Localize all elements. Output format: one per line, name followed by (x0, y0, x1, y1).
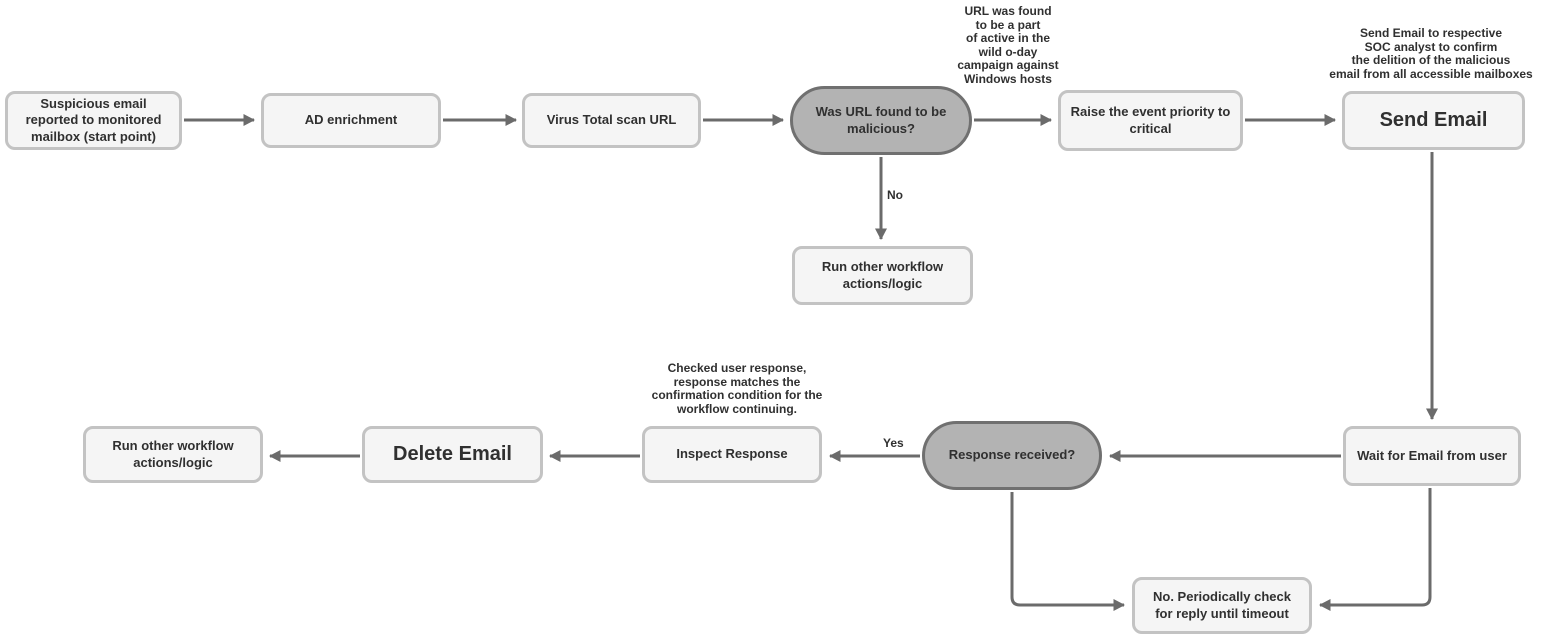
edge-wait-to-periodic-check (1319, 488, 1432, 611)
node-periodic-check[interactable]: No. Periodically check for reply until t… (1132, 577, 1312, 634)
node-inspect-response-label: Inspect Response (676, 446, 788, 462)
edge-label-yes: Yes (883, 436, 904, 450)
node-delete-email[interactable]: Delete Email (362, 426, 543, 483)
node-raise-priority-label: Raise the event priority to critical (1070, 104, 1231, 136)
node-send-email[interactable]: Send Email (1342, 91, 1525, 150)
node-was-url-malicious-label: Was URL found to be malicious? (815, 104, 947, 136)
edge-label-no: No (887, 188, 903, 202)
node-start-label: Suspicious email reported to monitored m… (25, 96, 162, 144)
edge-response-to-periodic-check (1010, 492, 1125, 611)
node-wait-for-email[interactable]: Wait for Email from user (1343, 426, 1521, 486)
node-virus-total-scan-label: Virus Total scan URL (546, 112, 677, 128)
annotation-send-email-note: Send Email to respective SOC analyst to … (1329, 26, 1533, 81)
node-delete-email-label: Delete Email (393, 443, 512, 465)
annotation-zero-day-note: URL was found to be a part of active in … (957, 4, 1059, 86)
node-ad-enrichment-label: AD enrichment (304, 112, 398, 128)
annotation-checked-response-note: Checked user response, response matches … (651, 361, 823, 416)
node-periodic-check-label: No. Periodically check for reply until t… (1152, 589, 1291, 621)
node-virus-total-scan[interactable]: Virus Total scan URL (522, 93, 701, 148)
node-wait-for-email-label: Wait for Email from user (1357, 447, 1507, 463)
node-start[interactable]: Suspicious email reported to monitored m… (5, 91, 182, 150)
node-run-other-workflow-bottom-label: Run other workflow actions/logic (112, 438, 234, 470)
node-send-email-label: Send Email (1379, 109, 1488, 131)
node-run-other-workflow-top-label: Run other workflow actions/logic (821, 259, 944, 291)
node-was-url-malicious-decision[interactable]: Was URL found to be malicious? (790, 86, 972, 155)
node-response-received-decision[interactable]: Response received? (922, 421, 1102, 490)
node-response-received-label: Response received? (948, 447, 1076, 463)
node-run-other-workflow-bottom[interactable]: Run other workflow actions/logic (83, 426, 263, 483)
node-run-other-workflow-top[interactable]: Run other workflow actions/logic (792, 246, 973, 305)
node-inspect-response[interactable]: Inspect Response (642, 426, 822, 483)
node-raise-priority[interactable]: Raise the event priority to critical (1058, 90, 1243, 151)
node-ad-enrichment[interactable]: AD enrichment (261, 93, 441, 148)
